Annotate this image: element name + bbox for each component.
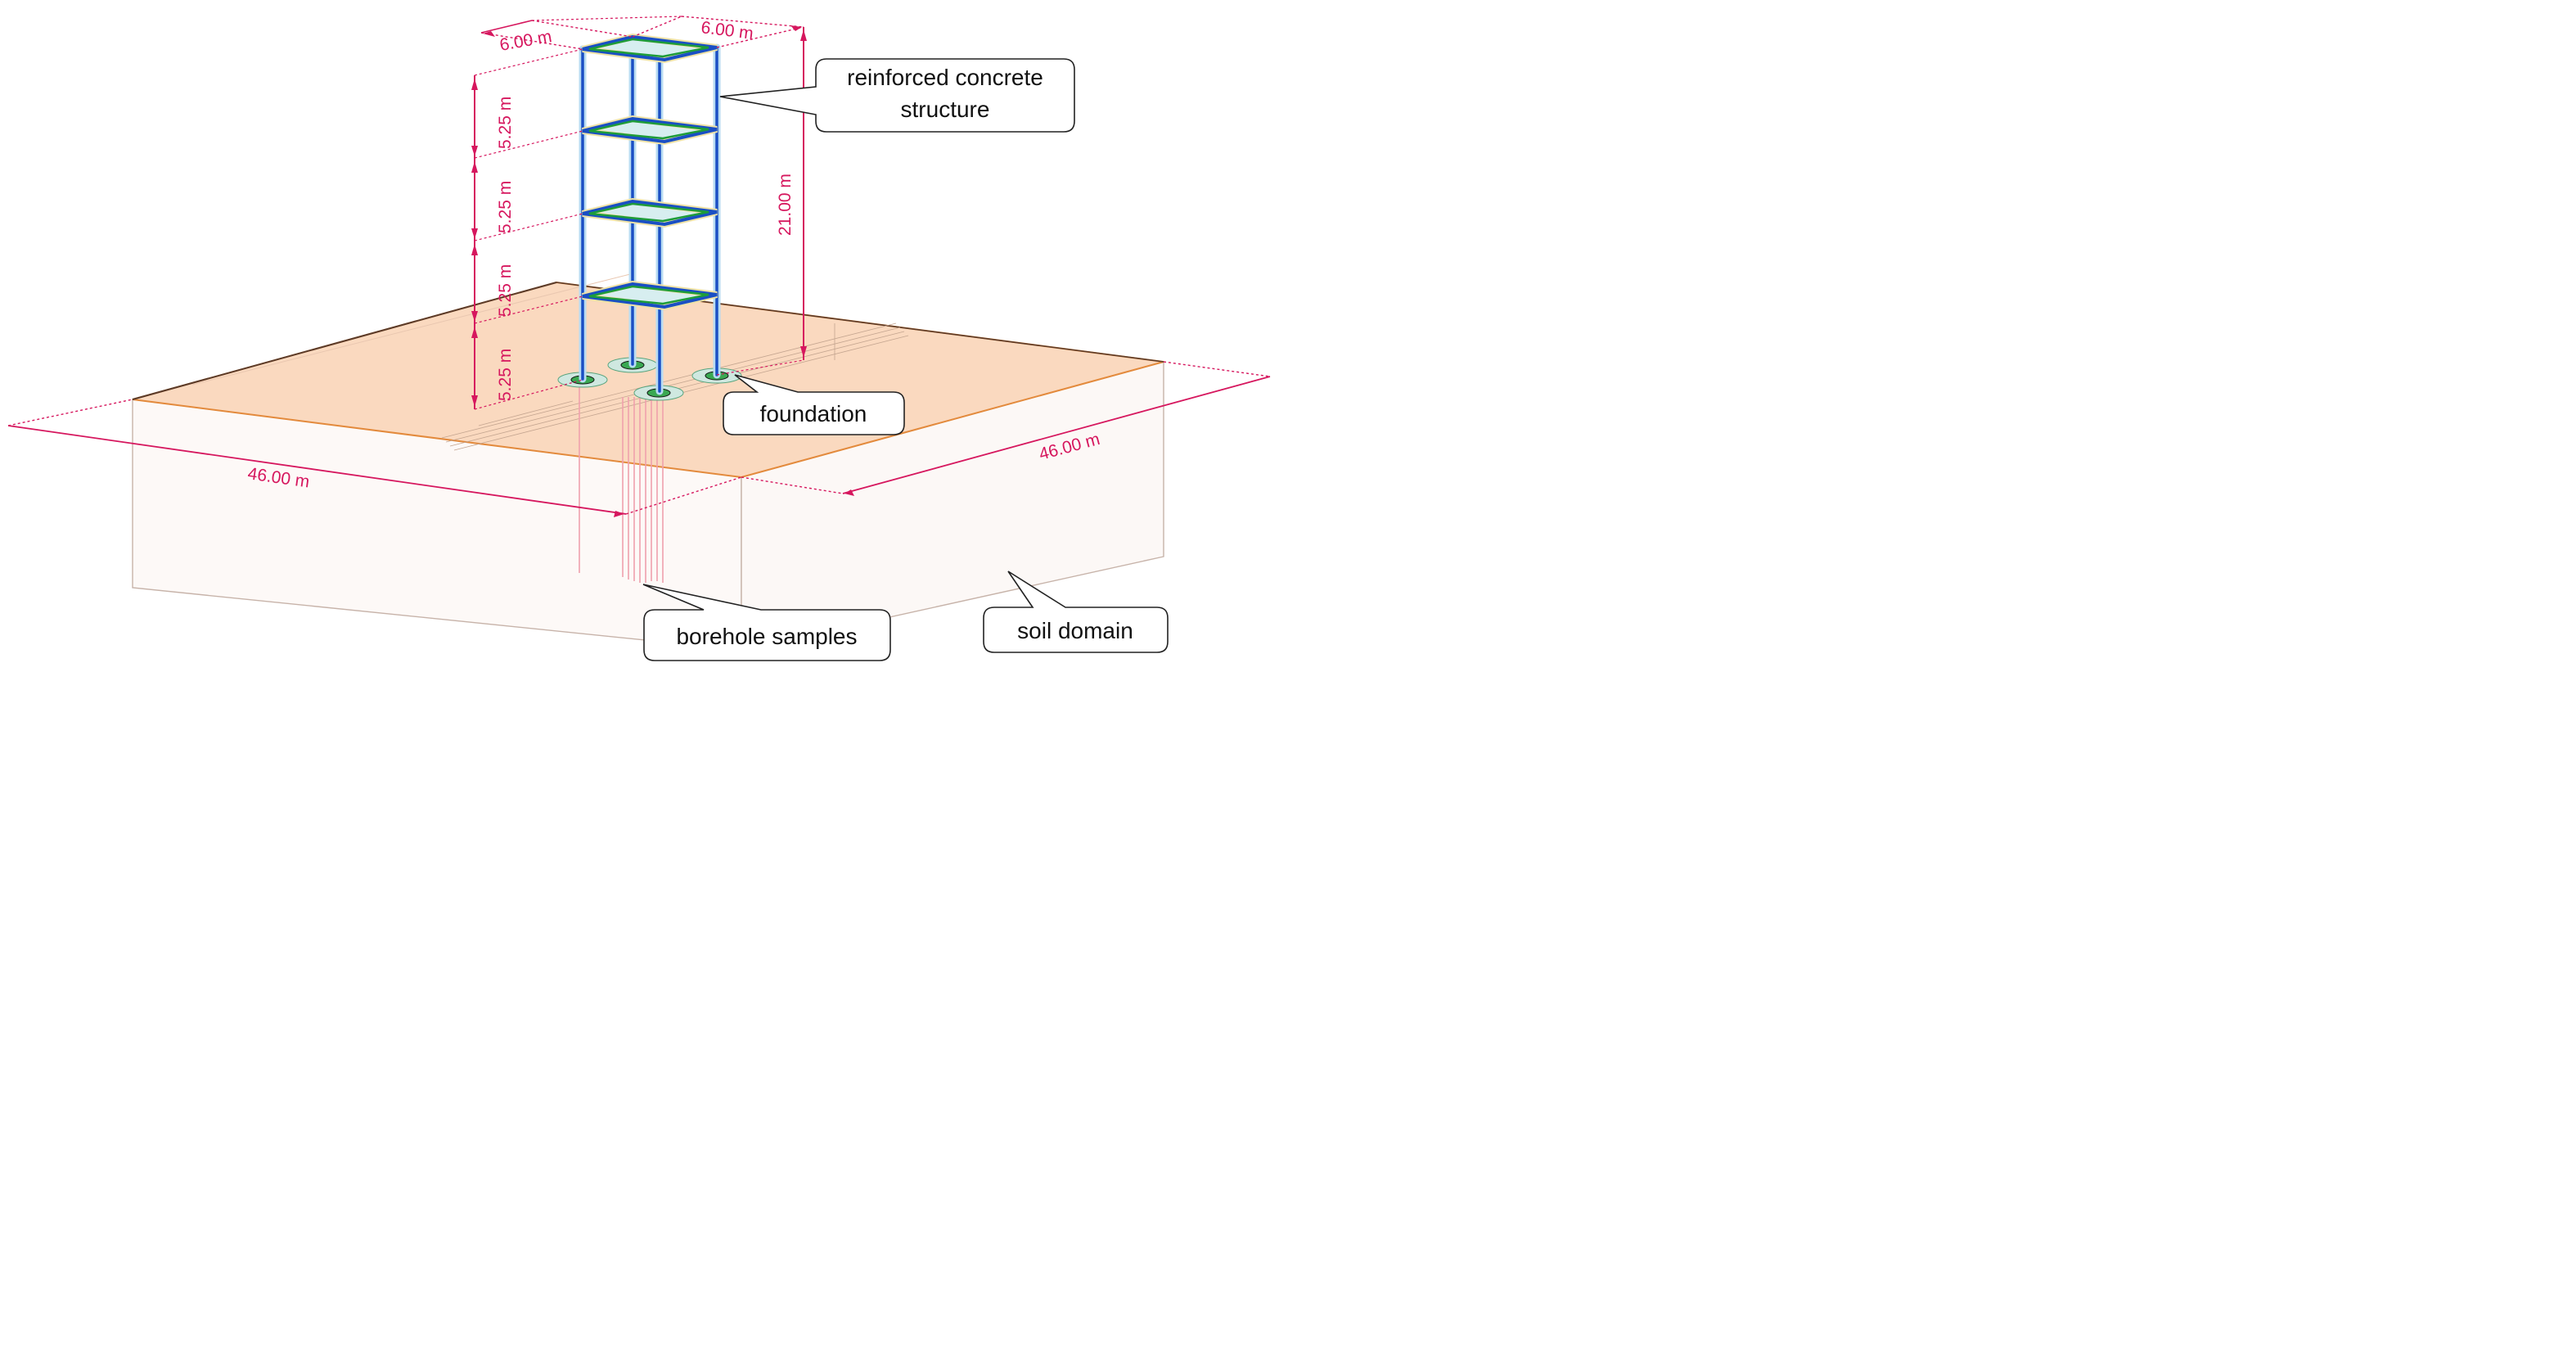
callout-structure-line1: reinforced concrete	[847, 65, 1043, 90]
callout-borehole: borehole samples	[642, 584, 891, 661]
dimension-ticks	[471, 25, 854, 517]
callout-structure-line2: structure	[901, 97, 990, 122]
storey-height-label-4: 5.25 m	[496, 97, 515, 149]
callout-structure: reinforced concrete structure	[719, 58, 1075, 133]
borehole-samples	[579, 385, 664, 583]
total-height-label: 21.00 m	[776, 174, 795, 236]
storey-height-label-2: 5.25 m	[496, 264, 515, 317]
callout-borehole-text: borehole samples	[676, 624, 857, 649]
soil-domain	[132, 273, 1164, 651]
callout-foundation-text: foundation	[760, 401, 867, 426]
callout-soil-text: soil domain	[1017, 618, 1133, 643]
model-canvas: 6.00 m 6.00 m 5.25 m 5.25 m 5.25 m 5.25 …	[7, 16, 1271, 661]
slab-level-4	[582, 33, 718, 64]
storey-height-label-1: 5.25 m	[496, 349, 515, 401]
top-width-label-left: 6.00 m	[498, 27, 553, 55]
reinforced-concrete-structure	[579, 33, 721, 395]
storey-height-label-3: 5.25 m	[496, 181, 515, 233]
slab-level-1	[582, 280, 718, 311]
callout-foundation: foundation	[723, 374, 905, 435]
slab-level-2	[582, 197, 718, 228]
slab-level-3	[582, 115, 718, 146]
dimension-lines	[7, 16, 1271, 515]
callout-soil: soil domain	[983, 570, 1169, 653]
